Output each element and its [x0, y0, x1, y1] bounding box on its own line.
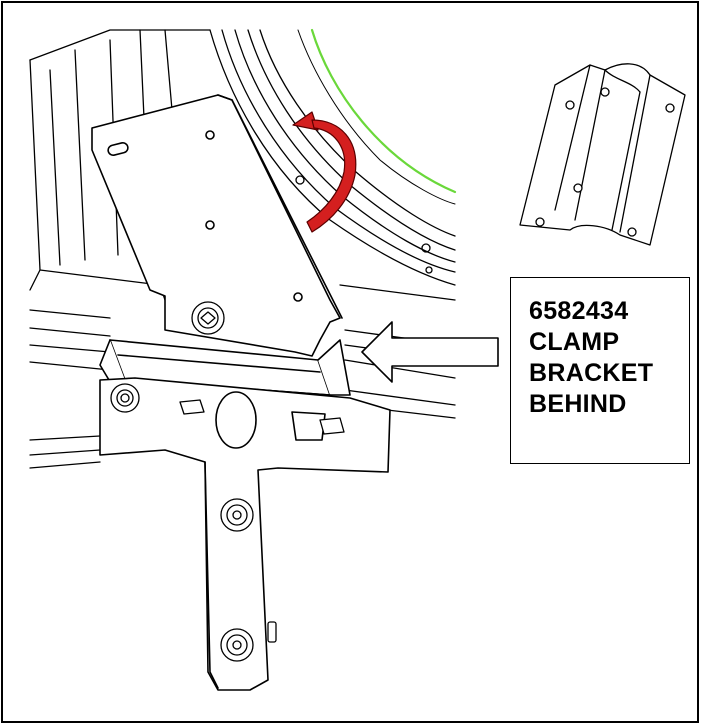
part-callout-box: 6582434 CLAMP BRACKET BEHIND — [510, 277, 690, 464]
bracket-bolts — [110, 383, 345, 662]
callout-part-number: 6582434 — [529, 297, 629, 325]
clamp-bracket-illustration — [519, 63, 686, 246]
plate-bolt — [191, 301, 225, 335]
callout-line-bracket: BRACKET — [529, 359, 654, 387]
pointer-arrow-icon — [361, 321, 499, 383]
callout-line-behind: BEHIND — [529, 390, 627, 418]
mounting-plate — [91, 94, 343, 357]
callout-line-clamp: CLAMP — [529, 328, 620, 356]
lower-bracket — [99, 377, 391, 691]
curved-rotation-arrow-icon — [292, 111, 357, 233]
